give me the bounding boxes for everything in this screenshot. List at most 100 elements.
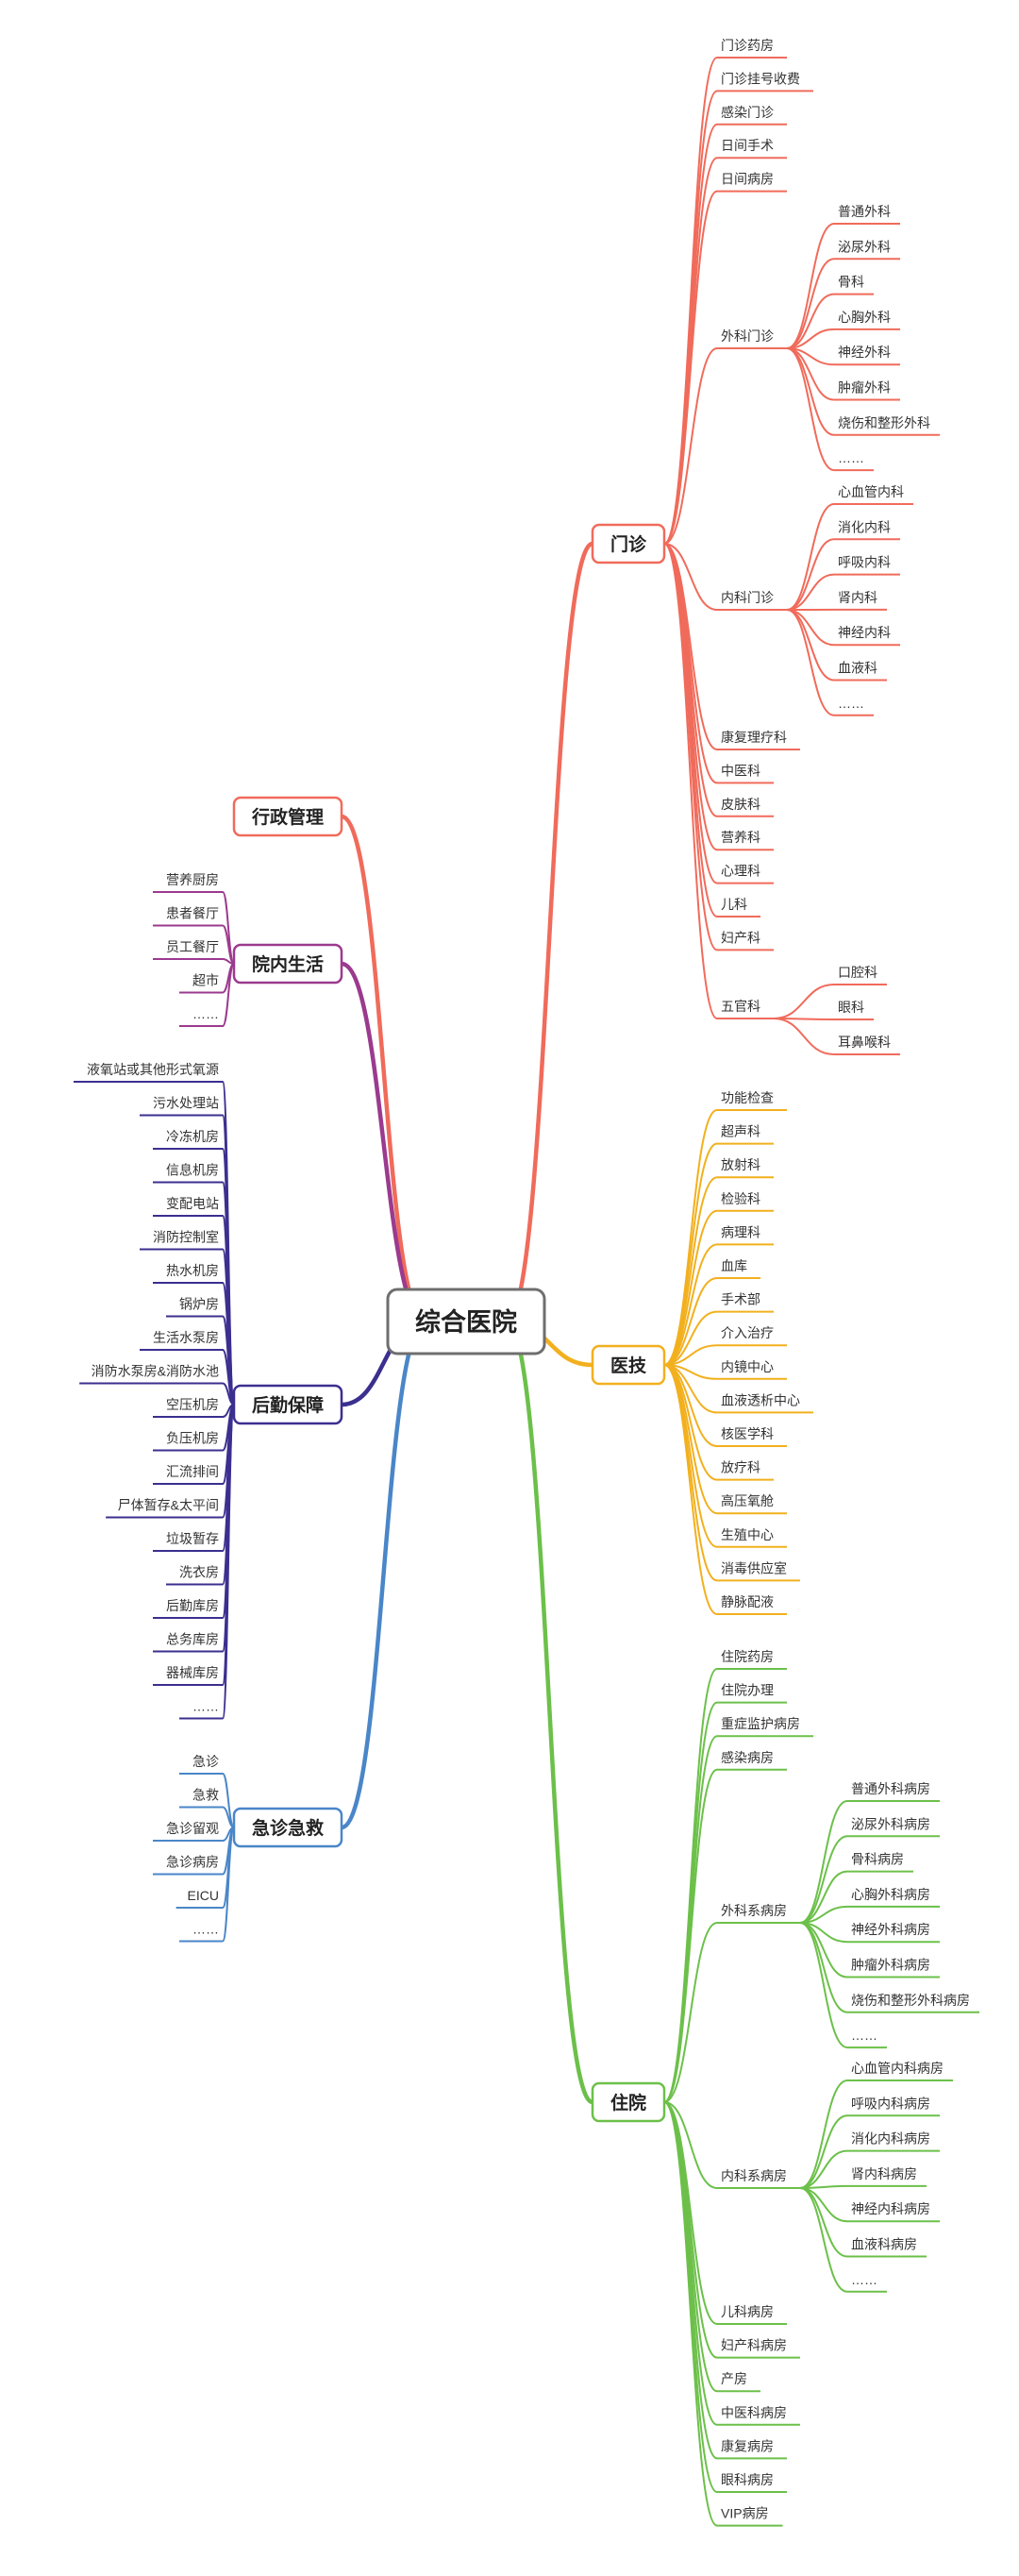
leaf-menzhen-n6[interactable]: 内科门诊	[717, 590, 787, 610]
leaf-jizhen-n3[interactable]: 急诊病房	[153, 1855, 223, 1875]
leaf-houqin-n17[interactable]: 总务库房	[153, 1632, 223, 1652]
leaf-menzhen-n8[interactable]: 中医科	[717, 763, 774, 783]
leaf-zhuyuan-n7[interactable]: 妇产科病房	[717, 2338, 800, 2358]
leaf-menzhen-n2[interactable]: 感染门诊	[717, 105, 787, 125]
leaf-houqin-n6[interactable]: 热水机房	[153, 1263, 223, 1283]
leaf-yuannei-n4[interactable]: ……	[179, 1006, 223, 1026]
branch-yuannei[interactable]: 院内生活	[234, 945, 342, 983]
leaf-zhuyuan-n6[interactable]: 儿科病房	[717, 2304, 787, 2324]
leaf-menzhen-n5[interactable]: 外科门诊	[717, 328, 787, 348]
leaf-houqin-n11[interactable]: 负压机房	[153, 1431, 223, 1451]
leaf-houqin-n5[interactable]: 消防控制室	[140, 1230, 223, 1250]
leaf-jizhen-n0[interactable]: 急诊	[179, 1754, 223, 1774]
leaf-menzhen-n5-5[interactable]: 肿瘤外科	[834, 380, 900, 400]
leaf-yiji-n13[interactable]: 生殖中心	[717, 1527, 787, 1547]
leaf-zhuyuan-n5-6[interactable]: ……	[847, 2272, 887, 2292]
leaf-menzhen-n4[interactable]: 日间病房	[717, 172, 787, 192]
leaf-menzhen-n11[interactable]: 心理科	[717, 864, 774, 884]
leaf-houqin-n14[interactable]: 垃圾暂存	[153, 1531, 223, 1551]
leaf-menzhen-n14-0[interactable]: 口腔科	[834, 965, 887, 985]
leaf-menzhen-n5-6[interactable]: 烧伤和整形外科	[834, 415, 940, 435]
leaf-houqin-n9[interactable]: 消防水泵房&消防水池	[79, 1364, 223, 1384]
leaf-menzhen-n6-2[interactable]: 呼吸内科	[834, 555, 900, 575]
leaf-yuannei-n1[interactable]: 患者餐厅	[153, 906, 223, 926]
leaf-houqin-n12[interactable]: 汇流排间	[153, 1464, 223, 1484]
leaf-zhuyuan-n5-3[interactable]: 肾内科病房	[847, 2166, 927, 2186]
leaf-houqin-n13[interactable]: 尸体暂存&太平间	[106, 1498, 223, 1518]
leaf-houqin-n7[interactable]: 锅炉房	[166, 1297, 223, 1317]
leaf-menzhen-n9[interactable]: 皮肤科	[717, 797, 774, 817]
leaf-yiji-n2[interactable]: 放射科	[717, 1157, 774, 1177]
leaf-zhuyuan-n4-3[interactable]: 心胸外科病房	[847, 1887, 940, 1907]
leaf-jizhen-n2[interactable]: 急诊留观	[153, 1821, 223, 1841]
leaf-yiji-n11[interactable]: 放疗科	[717, 1460, 774, 1480]
leaf-menzhen-n12[interactable]: 儿科	[717, 897, 760, 917]
leaf-zhuyuan-n4-4[interactable]: 神经外科病房	[847, 1922, 940, 1942]
leaf-yiji-n15[interactable]: 静脉配液	[717, 1594, 787, 1614]
leaf-yiji-n3[interactable]: 检验科	[717, 1191, 774, 1211]
leaf-yiji-n9[interactable]: 血液透析中心	[717, 1392, 813, 1412]
leaf-jizhen-n1[interactable]: 急救	[179, 1788, 223, 1808]
leaf-menzhen-n3[interactable]: 日间手术	[717, 138, 787, 158]
leaf-menzhen-n0[interactable]: 门诊药房	[717, 38, 787, 58]
leaf-houqin-n0[interactable]: 液氧站或其他形式氧源	[74, 1062, 223, 1082]
leaf-houqin-n18[interactable]: 器械库房	[153, 1665, 223, 1685]
branch-zhuyuan[interactable]: 住院	[593, 2083, 664, 2121]
leaf-menzhen-n14-2[interactable]: 耳鼻喉科	[834, 1035, 900, 1054]
leaf-yiji-n1[interactable]: 超声科	[717, 1124, 774, 1144]
leaf-houqin-n19[interactable]: ……	[179, 1699, 223, 1719]
leaf-menzhen-n6-4[interactable]: 神经内科	[834, 625, 900, 645]
leaf-yiji-n8[interactable]: 内镜中心	[717, 1359, 787, 1379]
leaf-menzhen-n5-2[interactable]: 骨科	[834, 275, 874, 295]
branch-xingzheng[interactable]: 行政管理	[234, 798, 342, 835]
leaf-menzhen-n6-5[interactable]: 血液科	[834, 661, 887, 681]
leaf-menzhen-n6-0[interactable]: 心血管内科	[834, 484, 913, 504]
leaf-menzhen-n7[interactable]: 康复理疗科	[717, 730, 800, 749]
leaf-zhuyuan-n4-7[interactable]: ……	[847, 2028, 887, 2047]
branch-yiji[interactable]: 医技	[593, 1346, 664, 1384]
leaf-menzhen-n6-1[interactable]: 消化内科	[834, 519, 900, 539]
leaf-zhuyuan-n5[interactable]: 内科系病房	[717, 2168, 800, 2188]
leaf-houqin-n3[interactable]: 信息机房	[153, 1163, 223, 1183]
leaf-houqin-n1[interactable]: 污水处理站	[140, 1096, 223, 1116]
branch-jizhen[interactable]: 急诊急救	[234, 1809, 342, 1846]
leaf-yiji-n12[interactable]: 高压氧舱	[717, 1493, 787, 1513]
leaf-zhuyuan-n5-2[interactable]: 消化内科病房	[847, 2131, 940, 2151]
leaf-menzhen-n14[interactable]: 五官科	[717, 999, 774, 1019]
leaf-zhuyuan-n5-5[interactable]: 血液科病房	[847, 2237, 927, 2257]
leaf-menzhen-n5-0[interactable]: 普通外科	[834, 204, 900, 224]
branch-menzhen[interactable]: 门诊	[593, 525, 664, 563]
leaf-zhuyuan-n1[interactable]: 住院办理	[717, 1683, 787, 1703]
leaf-houqin-n4[interactable]: 变配电站	[153, 1196, 223, 1216]
root-node[interactable]: 综合医院	[388, 1289, 544, 1354]
leaf-menzhen-n13[interactable]: 妇产科	[717, 930, 774, 950]
leaf-zhuyuan-n4-2[interactable]: 骨科病房	[847, 1852, 913, 1872]
leaf-yiji-n4[interactable]: 病理科	[717, 1224, 774, 1244]
leaf-menzhen-n6-6[interactable]: ……	[834, 696, 874, 716]
leaf-zhuyuan-n11[interactable]: 眼科病房	[717, 2472, 787, 2492]
leaf-menzhen-n1[interactable]: 门诊挂号收费	[717, 71, 813, 91]
leaf-houqin-n8[interactable]: 生活水泵房	[140, 1330, 223, 1350]
leaf-zhuyuan-n3[interactable]: 感染病房	[717, 1750, 787, 1770]
branch-houqin[interactable]: 后勤保障	[234, 1386, 342, 1423]
leaf-zhuyuan-n5-0[interactable]: 心血管内科病房	[847, 2061, 953, 2080]
leaf-zhuyuan-n9[interactable]: 中医科病房	[717, 2405, 800, 2425]
leaf-zhuyuan-n4-6[interactable]: 烧伤和整形外科病房	[847, 1993, 979, 2012]
leaf-yuannei-n2[interactable]: 员工餐厅	[153, 939, 223, 959]
leaf-zhuyuan-n4[interactable]: 外科系病房	[717, 1903, 800, 1923]
leaf-yiji-n5[interactable]: 血库	[717, 1258, 760, 1278]
leaf-menzhen-n5-7[interactable]: ……	[834, 450, 874, 470]
leaf-menzhen-n5-4[interactable]: 神经外科	[834, 345, 900, 364]
leaf-jizhen-n5[interactable]: ……	[179, 1922, 223, 1942]
leaf-zhuyuan-n12[interactable]: VIP病房	[717, 2506, 783, 2526]
leaf-jizhen-n4[interactable]: EICU	[176, 1888, 223, 1908]
leaf-zhuyuan-n5-1[interactable]: 呼吸内科病房	[847, 2096, 940, 2115]
leaf-zhuyuan-n10[interactable]: 康复病房	[717, 2438, 787, 2458]
leaf-menzhen-n5-1[interactable]: 泌尿外科	[834, 239, 900, 259]
leaf-menzhen-n5-3[interactable]: 心胸外科	[834, 310, 900, 329]
leaf-houqin-n15[interactable]: 洗衣房	[166, 1565, 223, 1585]
leaf-menzhen-n6-3[interactable]: 肾内科	[834, 590, 887, 610]
leaf-yuannei-n3[interactable]: 超市	[179, 973, 223, 993]
leaf-yiji-n0[interactable]: 功能检查	[717, 1090, 787, 1110]
leaf-yuannei-n0[interactable]: 营养厨房	[153, 872, 223, 892]
